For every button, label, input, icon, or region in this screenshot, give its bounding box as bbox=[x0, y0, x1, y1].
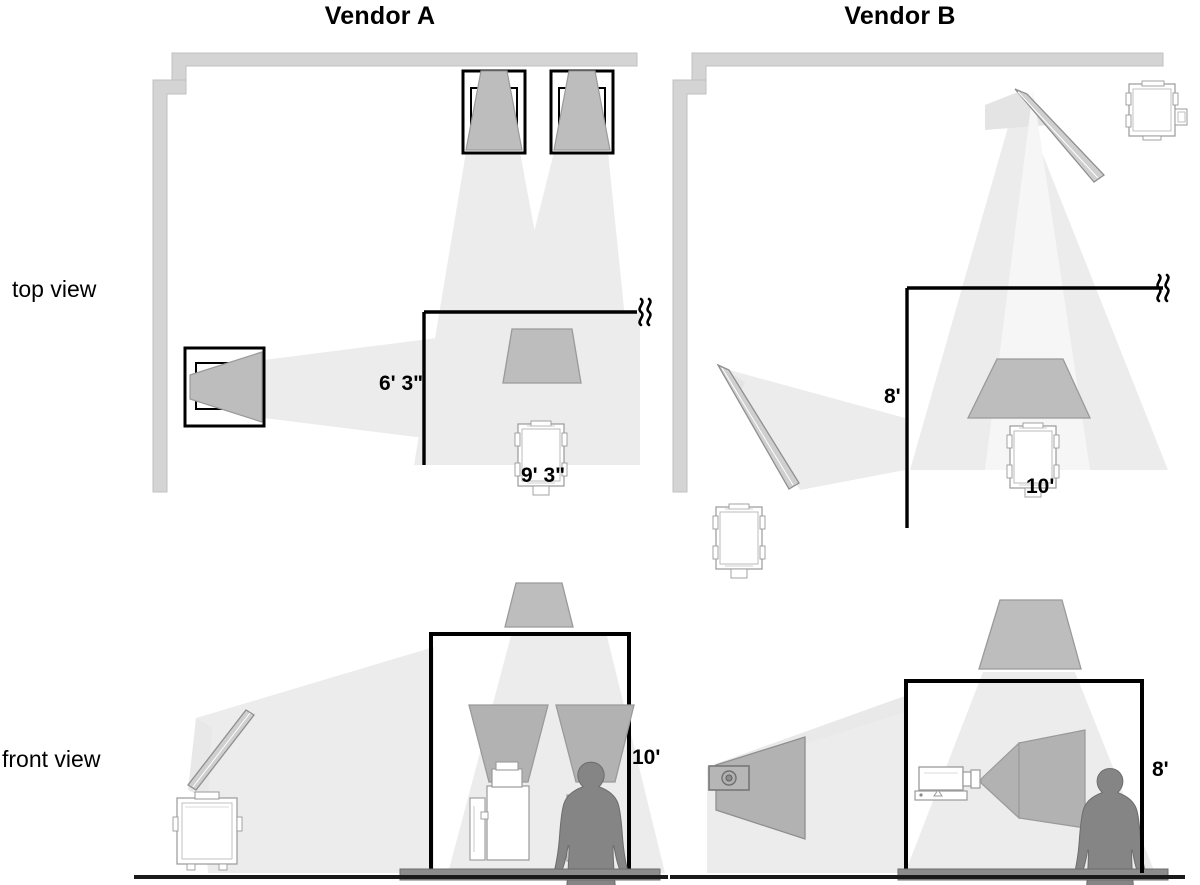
hand-case-a[interactable] bbox=[566, 794, 585, 862]
dim-a-front-height: 10' bbox=[632, 746, 661, 769]
floor-platform-a bbox=[134, 868, 668, 881]
booth-outline-b bbox=[904, 679, 1144, 875]
scanner-cone-left-a bbox=[468, 704, 549, 783]
dim-b-top-width: 10' bbox=[1026, 475, 1055, 498]
vendor-b-front-view: 8' bbox=[670, 599, 1185, 885]
booth-footprint-a bbox=[422, 310, 637, 465]
projector-beam-front-b bbox=[707, 696, 905, 873]
dim-a-top-width: 9' 3" bbox=[521, 464, 566, 487]
reflected-beams-b bbox=[722, 90, 1168, 490]
scan-trapezoid-b bbox=[966, 358, 1092, 419]
dim-b-top-depth: 8' bbox=[884, 385, 901, 408]
person-silhouette-a bbox=[554, 761, 628, 885]
scanner-beam-front-b bbox=[905, 672, 1155, 873]
scan-trapezoid-a bbox=[502, 328, 582, 384]
room-walls-a bbox=[152, 52, 638, 493]
scanner-cone-right-a bbox=[555, 704, 635, 783]
corner-projector-case-top-b[interactable] bbox=[1125, 80, 1188, 141]
vendor-a-top-view: 6' 3" 9' 3" bbox=[152, 52, 652, 496]
outside-projector-case-top-b[interactable] bbox=[712, 503, 766, 579]
row-label-front-view: front view bbox=[2, 746, 101, 772]
break-symbol-a-top bbox=[638, 297, 652, 327]
overhead-scanner-above-booth-a bbox=[504, 582, 574, 628]
projector-beam-front-a bbox=[188, 647, 434, 873]
break-symbol-b-top bbox=[1156, 273, 1170, 303]
wall-projector-a[interactable] bbox=[183, 346, 266, 428]
inside-projector-cone-b bbox=[980, 729, 1086, 829]
angled-mirror-front-a[interactable] bbox=[187, 709, 255, 791]
overhead-scanner-above-booth-b bbox=[978, 599, 1082, 670]
row-label-top-view: top view bbox=[12, 276, 97, 302]
dim-a-top-depth: 6' 3" bbox=[379, 372, 424, 395]
overhead-scanner-left-a[interactable] bbox=[461, 69, 527, 155]
dim-b-front-height: 8' bbox=[1152, 758, 1169, 781]
booth-outline-a bbox=[429, 632, 631, 875]
overhead-scanner-right-a[interactable] bbox=[549, 69, 615, 155]
lower-angled-mirror-b[interactable] bbox=[716, 363, 800, 490]
inside-projector-side-b[interactable] bbox=[914, 766, 981, 801]
scanner-beams-a bbox=[414, 152, 640, 465]
person-silhouette-b bbox=[1074, 768, 1146, 885]
upper-angled-mirror-b[interactable] bbox=[1014, 88, 1105, 183]
projector-beam-a bbox=[264, 312, 640, 465]
vendor-b-top-view: 8' 10' bbox=[672, 52, 1188, 579]
external-projector-front-b[interactable] bbox=[708, 736, 806, 840]
floor-projector-case-a[interactable] bbox=[172, 791, 243, 871]
column-title-vendor-a: Vendor A bbox=[324, 2, 436, 30]
conveyor-equipment-a[interactable] bbox=[469, 761, 530, 861]
column-title-vendor-b: Vendor B bbox=[844, 2, 956, 30]
vendor-a-front-view: 10' bbox=[134, 582, 668, 885]
floor-platform-b bbox=[670, 868, 1185, 881]
room-walls-b bbox=[672, 52, 1164, 493]
